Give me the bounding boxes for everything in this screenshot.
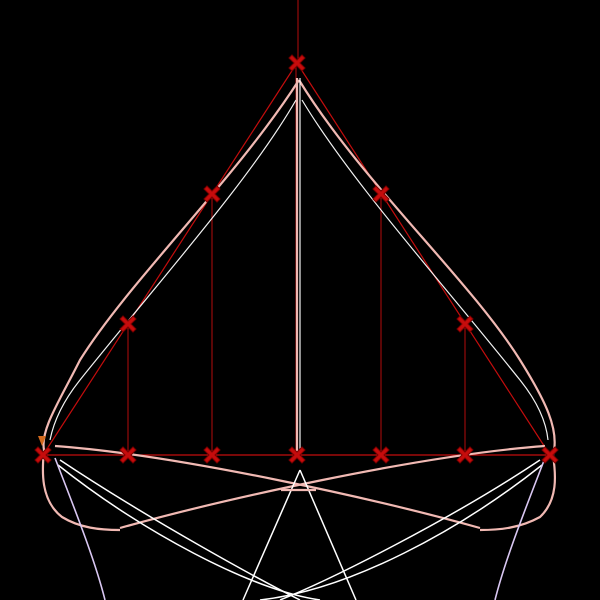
guide-right-slope [296,62,551,456]
center-down-left[interactable] [242,469,301,600]
x-cross-marker-icon[interactable] [456,315,474,333]
band-left-to-right[interactable] [54,444,481,530]
x-cross-marker-icon[interactable] [119,315,137,333]
x-cross-marker-icon[interactable] [203,185,221,203]
x-cross-marker-icon[interactable] [34,446,52,464]
guide-left-slope [42,62,298,456]
x-cross-marker-icon[interactable] [288,54,306,72]
teardrop-curve[interactable] [41,78,557,532]
cross-line-left-a[interactable] [59,459,301,600]
x-cross-marker-icon[interactable] [203,446,221,464]
x-cross-marker-icon[interactable] [372,446,390,464]
teardrop-right-outline[interactable] [298,79,557,532]
x-cross-marker-icon[interactable] [456,446,474,464]
cross-line-right-a[interactable] [279,459,541,600]
handle-indicator-icon[interactable] [38,436,46,446]
x-cross-marker-icon[interactable] [119,446,137,464]
teardrop-right-inner[interactable] [301,99,549,441]
teardrop-left-outline[interactable] [41,79,300,532]
star-curves[interactable] [54,444,546,600]
x-cross-marker-icon[interactable] [288,446,306,464]
control-points[interactable] [34,54,559,464]
cross-line-left-b[interactable] [57,464,321,600]
x-cross-marker-icon[interactable] [372,185,390,203]
x-cross-marker-icon[interactable] [541,446,559,464]
teardrop-left-inner[interactable] [49,99,297,441]
center-down-right[interactable] [299,469,357,600]
outer-leg-left[interactable] [54,457,106,600]
outer-leg-right[interactable] [494,457,546,600]
band-right-to-left[interactable] [119,444,546,530]
cross-line-right-b[interactable] [259,464,543,600]
